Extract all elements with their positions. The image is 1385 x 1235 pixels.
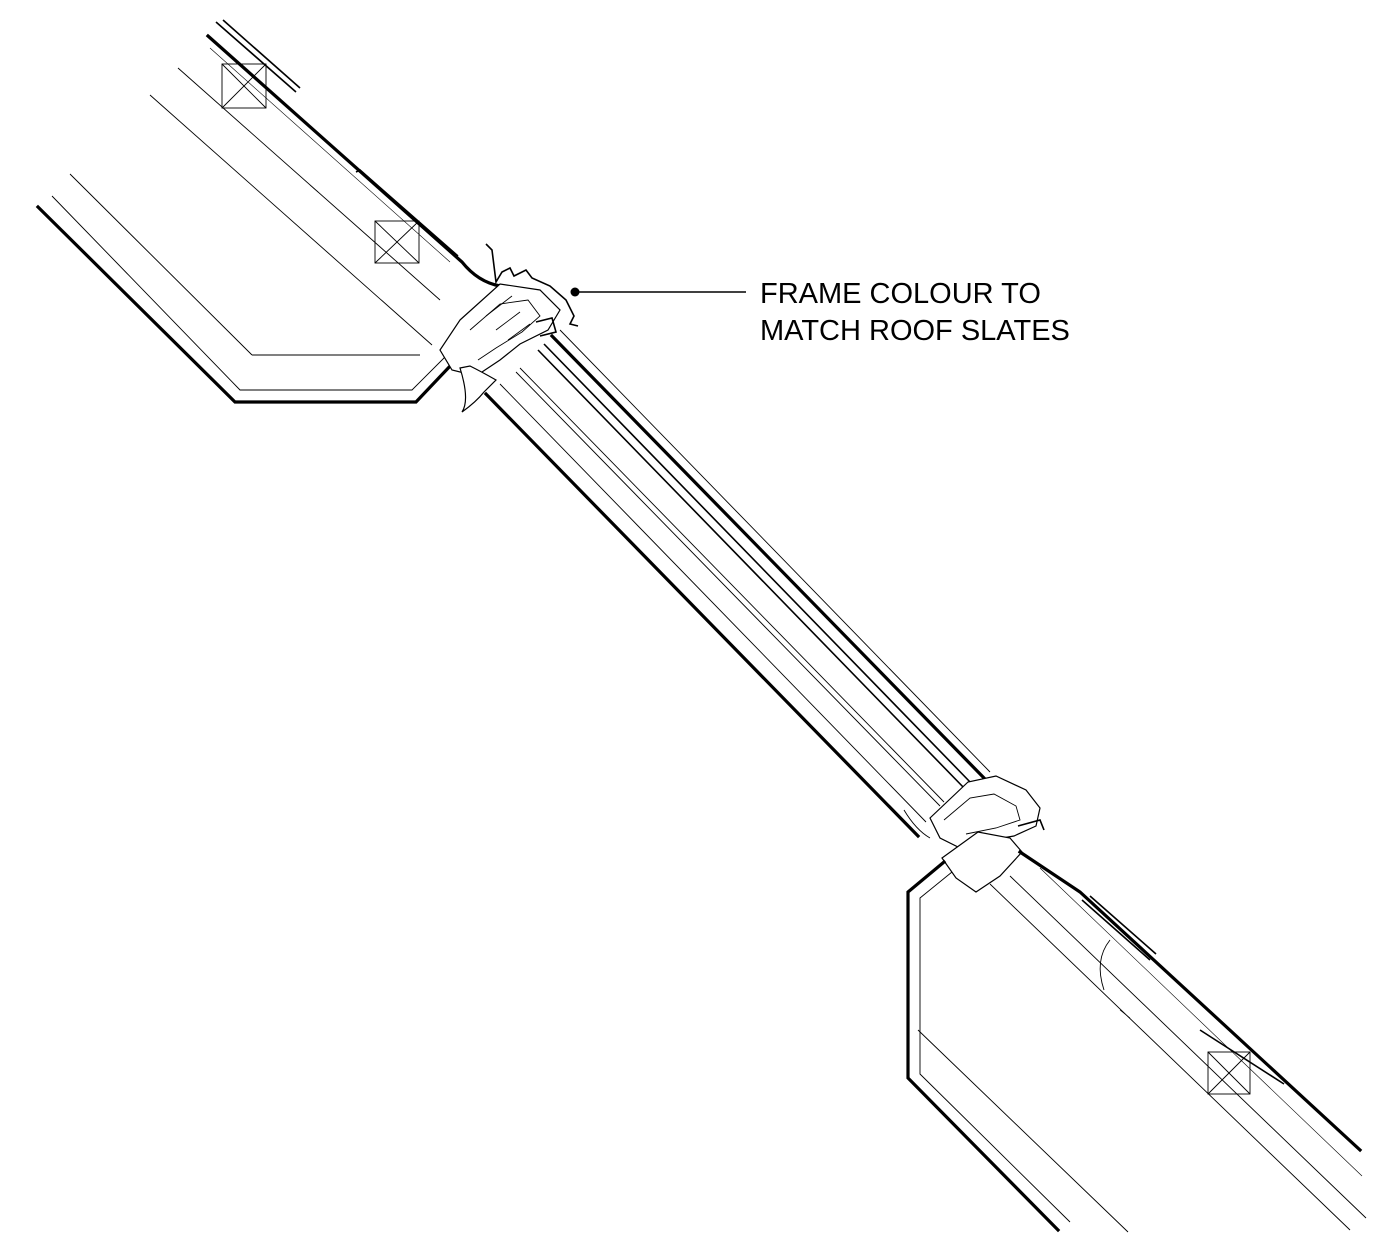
glass-pane-outer-c — [549, 333, 987, 781]
bottom-frame-chamber — [943, 793, 1021, 835]
upper-batten-1 — [221, 63, 267, 109]
frame-colour-note: FRAME COLOUR TO MATCH ROOF SLATES — [760, 276, 1070, 350]
bottom-handle-curve — [903, 809, 931, 839]
glass-pane-outer-b — [543, 343, 973, 785]
lower-slate-lap — [1081, 895, 1157, 961]
upper-layer-line — [209, 47, 451, 263]
upper-layer-line — [69, 173, 253, 356]
lower-insulation-curve — [1099, 939, 1111, 991]
lower-layer-line — [917, 1029, 1129, 1233]
top-frame-chamber — [469, 299, 541, 361]
upper-roof-membrane — [205, 33, 502, 288]
lower-batten — [1207, 1051, 1251, 1095]
upper-ceiling-inner — [51, 195, 447, 391]
bottom-frame-body — [929, 775, 1041, 849]
lower-layer-tick — [1119, 1009, 1131, 1019]
upper-slate-lap — [355, 169, 459, 257]
note-line-1: FRAME COLOUR TO — [760, 278, 1041, 310]
upper-slate-line — [222, 19, 301, 89]
annotation-leader — [570, 287, 746, 297]
glass-pane-inner-b — [519, 367, 945, 803]
lower-roof-assembly — [906, 849, 1367, 1233]
top-frame-profile — [439, 243, 579, 413]
sash-lining-inner — [499, 383, 927, 823]
glass-pane-inner-a — [515, 371, 941, 807]
flashing-profile — [485, 243, 579, 327]
lower-layer-line — [1039, 867, 1363, 1177]
upper-ceiling-outline — [35, 204, 455, 404]
top-frame-detail — [485, 295, 531, 341]
sash-lining-outer — [483, 391, 921, 839]
upper-slate-line — [215, 21, 297, 93]
lower-slate-line — [1199, 1029, 1285, 1085]
lower-roof-membrane — [1017, 849, 1363, 1153]
lower-ceiling-outline — [906, 859, 1061, 1233]
upper-layer-tick — [309, 184, 319, 193]
top-sash-clip — [535, 317, 557, 337]
upper-layer-line — [177, 67, 441, 301]
bottom-flashing-lip — [1017, 819, 1045, 831]
note-line-2: MATCH ROOF SLATES — [760, 315, 1070, 347]
glass-pane-outer-a — [537, 349, 967, 791]
lower-layer-line — [1009, 875, 1367, 1219]
glazing-unit — [483, 329, 991, 839]
lower-ceiling-inner — [919, 871, 1071, 1223]
upper-layer-line — [149, 94, 433, 346]
upper-batten-2 — [374, 220, 420, 264]
top-handle — [459, 365, 497, 413]
upper-roof-assembly — [35, 19, 502, 404]
lower-layer-line — [989, 883, 1351, 1231]
glass-pane-outer-d — [559, 329, 991, 773]
bottom-frame-profile — [903, 775, 1045, 893]
top-frame-body — [439, 283, 561, 377]
bottom-frame-base — [941, 831, 1023, 893]
